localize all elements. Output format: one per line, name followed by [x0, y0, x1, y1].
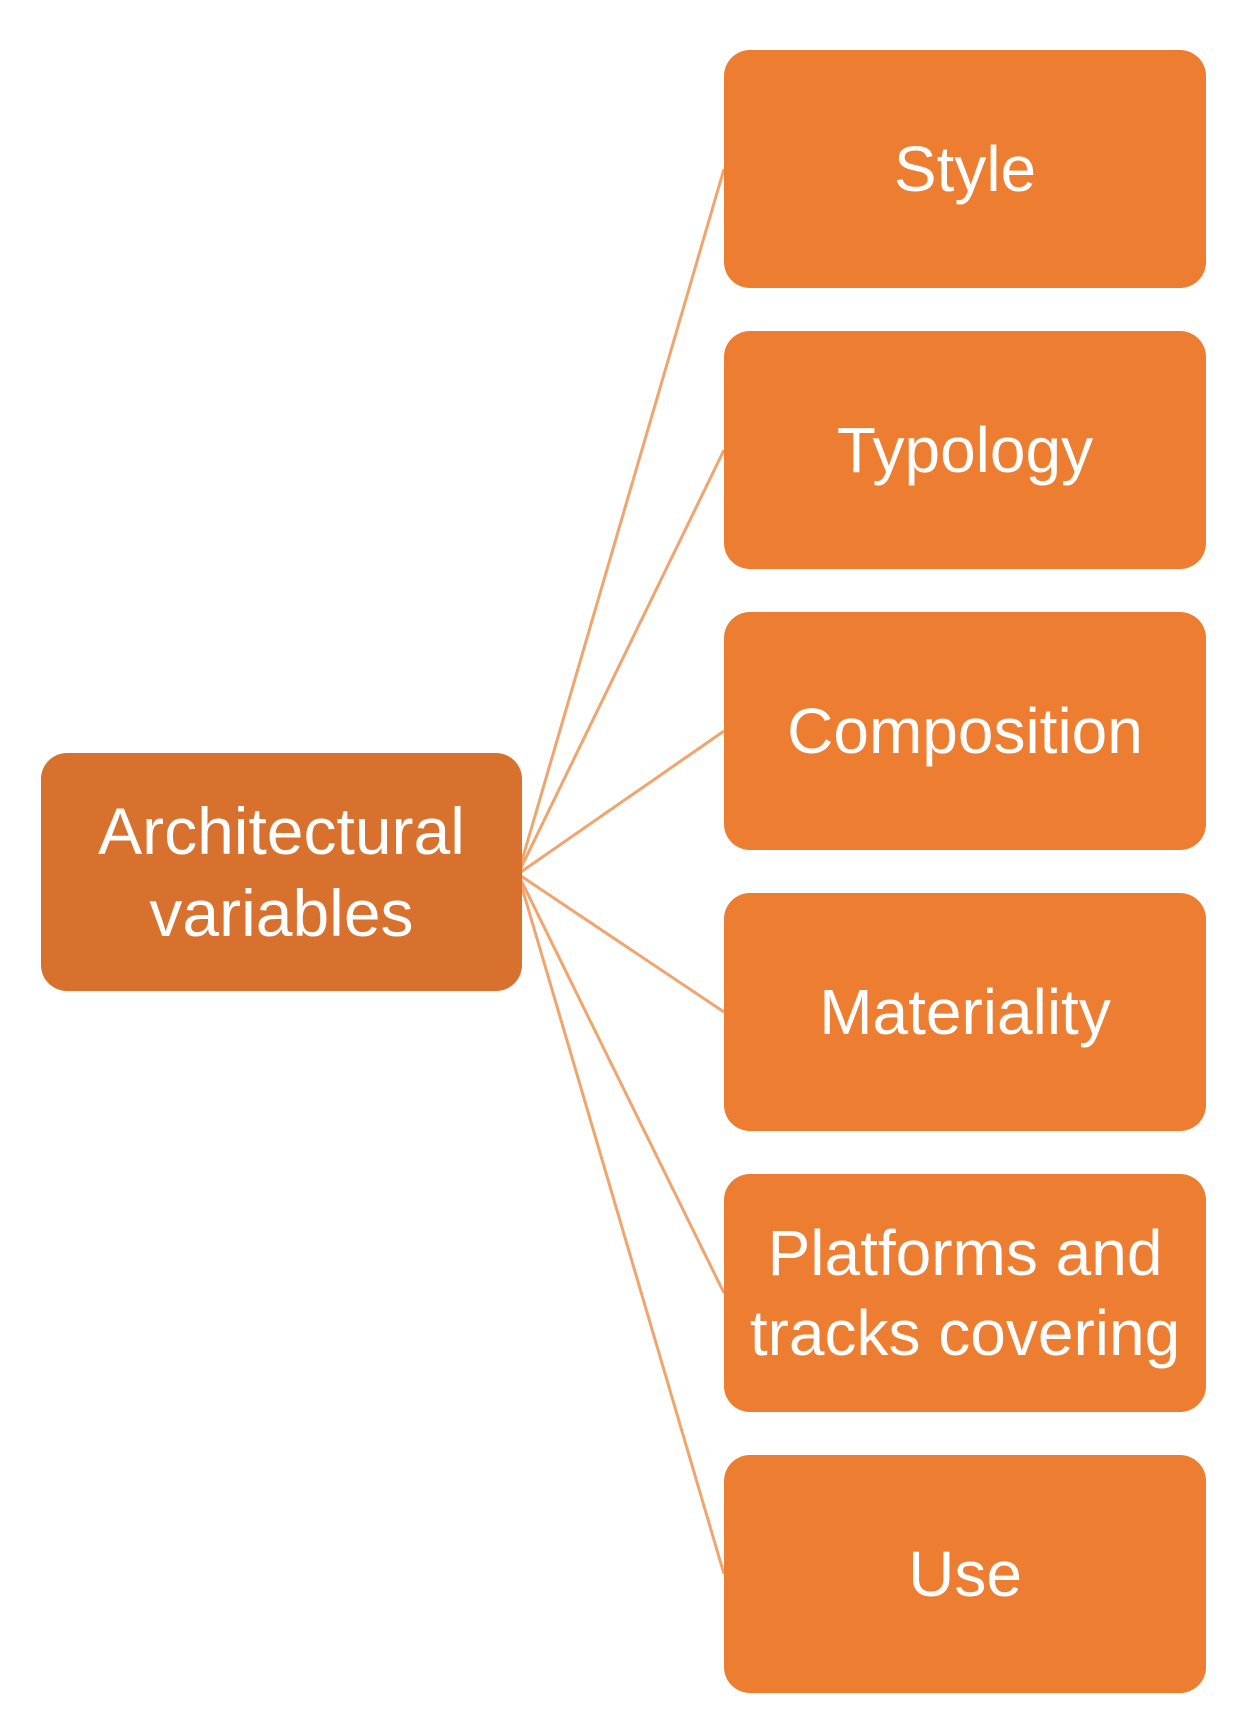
root-label-line-2: variables: [149, 876, 414, 950]
child-node-typology: Typology: [724, 331, 1206, 569]
child-node-label: Composition: [787, 691, 1143, 771]
child-node-platforms-tracks-covering: Platforms and tracks covering: [724, 1174, 1206, 1412]
connector-line-materiality: [517, 872, 725, 1014]
child-node-style: Style: [724, 50, 1206, 288]
connector-line-typology: [516, 449, 726, 875]
child-node-label: Typology: [837, 410, 1093, 490]
child-label-line-1: Materiality: [819, 976, 1111, 1048]
child-node-materiality: Materiality: [724, 893, 1206, 1131]
child-node-composition: Composition: [724, 612, 1206, 850]
child-node-label: Use: [908, 1534, 1022, 1614]
child-node-use: Use: [724, 1455, 1206, 1693]
root-label-line-1: Architectural: [98, 794, 465, 868]
child-node-label: Style: [894, 129, 1036, 209]
connector-line-platforms-tracks: [516, 873, 726, 1294]
child-node-label: Materiality: [819, 972, 1111, 1052]
child-label-line-1: Composition: [787, 695, 1143, 767]
child-label-line-1: Style: [893, 133, 1037, 205]
connector-line-use: [516, 873, 726, 1575]
root-node-label: Architectural variables: [98, 790, 465, 954]
child-label-line-2: tracks covering: [749, 1297, 1181, 1369]
child-label-line-1: Use: [908, 1538, 1022, 1610]
child-label-line-1: Platforms and: [767, 1217, 1163, 1289]
connector-line-composition: [517, 729, 725, 876]
child-node-label: Platforms and tracks covering: [750, 1213, 1180, 1373]
child-label-line-1: Typology: [836, 414, 1094, 486]
root-node-architectural-variables: Architectural variables: [41, 753, 522, 991]
connector-line-style: [516, 168, 726, 875]
